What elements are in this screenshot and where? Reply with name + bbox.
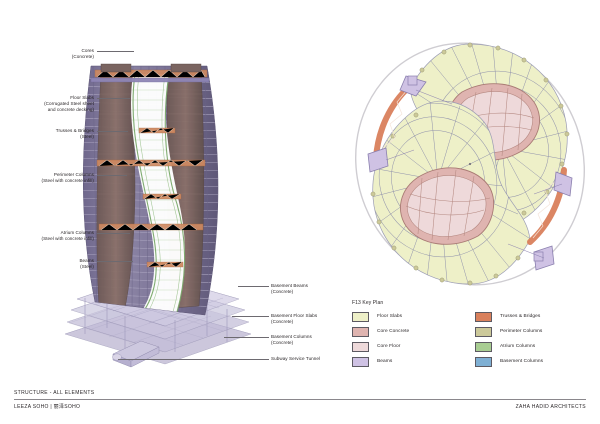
legend-swatch-beams xyxy=(352,357,369,367)
legend-label-beams: Beams xyxy=(377,359,393,365)
annotation-beams: Beams (Steel) xyxy=(79,258,94,270)
legend-swatch-atrium-columns xyxy=(475,342,492,352)
legend-swatch-core-floor xyxy=(352,342,369,352)
legend-swatch-basement-columns xyxy=(475,357,492,367)
leader-line-subway-service-tunnel xyxy=(118,359,269,360)
key-plan-lower-floor-field xyxy=(370,100,531,286)
annotation-trusses-bridges: Trusses & Bridges (Steel) xyxy=(55,128,94,140)
leader-line-atrium-columns xyxy=(97,233,130,234)
legend-column-left: Floor Slabs Core Concrete Core Floor Bea… xyxy=(352,312,457,367)
legend-swatch-floor-slabs xyxy=(352,312,369,322)
annotation-atrium-columns: Atrium Columns (Steel with concrete infi… xyxy=(41,230,94,242)
legend-label-core-floor: Core Floor xyxy=(377,344,401,350)
leader-line-floor-slabs xyxy=(97,98,130,99)
legend-item-basement-columns: Basement Columns xyxy=(475,357,580,367)
key-plan-lower-core xyxy=(399,167,494,245)
annotation-basement-columns: Basement Columns (Concrete) xyxy=(271,334,312,346)
legend-swatch-perimeter-columns xyxy=(475,327,492,337)
annotation-perimeter-columns: Perimeter Columns (Steel with concrete i… xyxy=(41,172,94,184)
tower-axonometric-view xyxy=(64,63,252,368)
sheet-title: STRUCTURE - ALL ELEMENTS xyxy=(14,389,95,396)
legend-title: F13 Key Plan xyxy=(352,300,384,306)
practice-name: ZAHA HADID ARCHITECTS xyxy=(515,404,586,410)
leader-line-basement-beams xyxy=(238,286,269,287)
legend-column-right: Trusses & Bridges Perimeter Columns Atri… xyxy=(475,312,580,367)
annotation-floor-slabs: Floor Slabs (Corrugated Steel sheet and … xyxy=(44,95,94,113)
leader-line-beams xyxy=(97,261,133,262)
legend-label-basement-columns: Basement Columns xyxy=(500,359,544,365)
key-plan-diagram xyxy=(354,42,586,286)
sheet-footer: STRUCTURE - ALL ELEMENTS LEEZA SOHO | 丽泽… xyxy=(14,389,586,410)
legend-item-core-floor: Core Floor xyxy=(352,342,457,352)
legend-label-floor-slabs: Floor Slabs xyxy=(377,314,403,320)
legend-item-trusses-bridges: Trusses & Bridges xyxy=(475,312,580,322)
annotation-basement-beams: Basement Beams (Concrete) xyxy=(271,283,308,295)
project-name: LEEZA SOHO | 丽泽SOHO xyxy=(14,404,81,410)
legend-item-beams: Beams xyxy=(352,357,457,367)
legend-item-floor-slabs: Floor Slabs xyxy=(352,312,457,322)
tower-body xyxy=(83,63,219,316)
legend-label-perimeter-columns: Perimeter Columns xyxy=(500,329,543,335)
leader-line-trusses-bridges xyxy=(97,131,128,132)
annotation-subway-service-tunnel: Subway Service Tunnel xyxy=(271,356,321,361)
legend-label-trusses-bridges: Trusses & Bridges xyxy=(500,314,541,320)
legend-item-perimeter-columns: Perimeter Columns xyxy=(475,327,580,337)
leader-line-perimeter-columns xyxy=(97,175,127,176)
annotation-cores: Cores (Concrete) xyxy=(71,48,94,60)
annotation-basement-floor-slabs: Basement Floor Slabs (Concrete) xyxy=(271,313,318,325)
trusses-and-bridges xyxy=(90,69,210,268)
key-plan-legend: F13 Key Plan Floor Slabs Core Concrete C… xyxy=(352,300,582,367)
leader-line-basement-columns xyxy=(224,337,269,338)
legend-label-core-concrete: Core Concrete xyxy=(377,329,410,335)
legend-item-core-concrete: Core Concrete xyxy=(352,327,457,337)
leader-line-basement-floor-slabs xyxy=(232,316,269,317)
subway-service-tunnel-tube xyxy=(112,340,160,368)
key-plan-center-mark xyxy=(468,162,472,166)
legend-item-atrium-columns: Atrium Columns xyxy=(475,342,580,352)
leader-line-cores xyxy=(97,51,134,52)
footer-rule-top xyxy=(14,398,586,400)
legend-label-atrium-columns: Atrium Columns xyxy=(500,344,536,350)
legend-swatch-core-concrete xyxy=(352,327,369,337)
legend-swatch-trusses-bridges xyxy=(475,312,492,322)
